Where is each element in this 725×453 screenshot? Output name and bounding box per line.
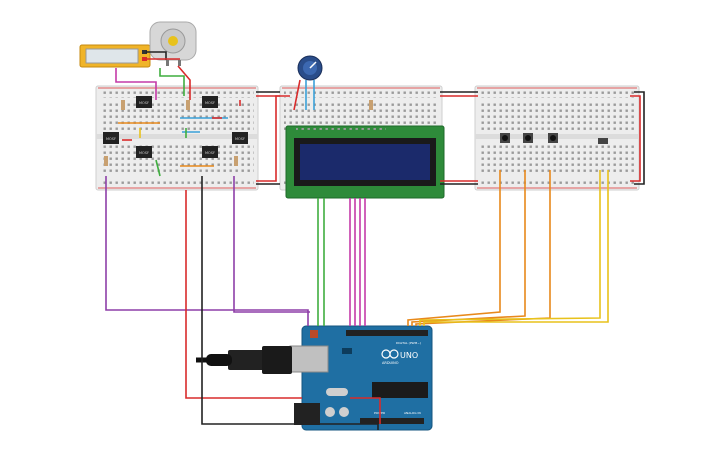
- usb-cable: [196, 346, 292, 374]
- resistors: [104, 100, 373, 166]
- mosfet-6: MOSF: [202, 146, 218, 158]
- reset-button: [310, 330, 318, 338]
- atmega-chip: [372, 382, 428, 398]
- svg-text:MOSF: MOSF: [139, 151, 149, 155]
- potentiometer[interactable]: [297, 55, 323, 81]
- battery-pack: [79, 44, 151, 68]
- analog-header-label: ANALOG IN: [404, 411, 421, 415]
- push-buttons[interactable]: [500, 133, 608, 144]
- arduino-uno: UNO ARDUINO DIGITAL (PWM~) POWER ANALOG …: [289, 325, 433, 431]
- mosfet-5: MOSF: [136, 146, 152, 158]
- dc-motor: [149, 21, 197, 66]
- usb-port: [289, 345, 329, 373]
- power-analog-header: [360, 418, 424, 424]
- svg-text:MOSF: MOSF: [139, 101, 149, 105]
- mosfet-3: MOSF: [103, 132, 119, 144]
- digital-header-label: DIGITAL (PWM~): [396, 341, 421, 345]
- power-jack: [294, 403, 320, 425]
- mosfet-4: MOSF: [232, 132, 248, 144]
- svg-text:MOSF: MOSF: [205, 151, 215, 155]
- arduino-brand: ARDUINO: [382, 361, 399, 365]
- breadboard-left: [95, 85, 259, 191]
- svg-text:MOSF: MOSF: [205, 101, 215, 105]
- mosfet-2: MOSF: [202, 96, 218, 108]
- digital-header: [346, 330, 428, 336]
- lcd-display: [285, 125, 445, 199]
- wires: [105, 51, 645, 430]
- arduino-model: UNO: [400, 351, 418, 360]
- svg-text:MOSF: MOSF: [106, 137, 116, 141]
- svg-text:MOSF: MOSF: [235, 137, 245, 141]
- arduino-logo: [381, 349, 399, 359]
- short-wires-left: [118, 100, 241, 177]
- mosfet-1: MOSF: [136, 96, 152, 108]
